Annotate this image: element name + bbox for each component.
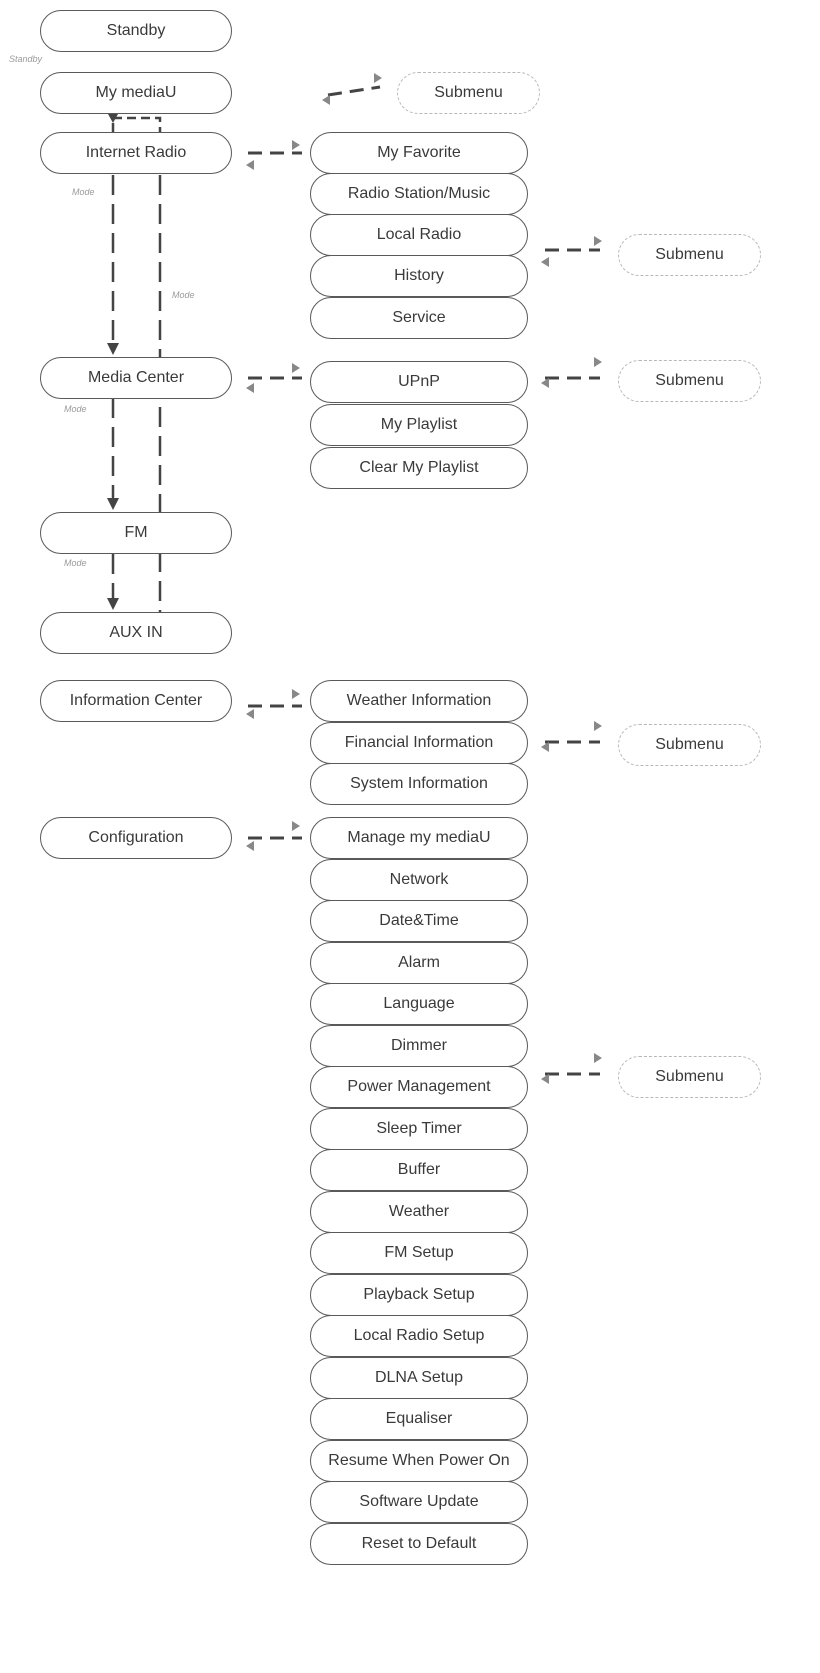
arrow-down-icon [107,343,119,355]
submenu-node: Submenu [397,72,540,114]
internet-radio-item: Local Radio [310,214,528,256]
configuration-item: Resume When Power On [310,1440,528,1482]
information-center-node: Information Center [40,680,232,722]
arrow-right-icon [594,236,602,246]
arrow-down-icon [107,498,119,510]
mode-label: Mode [172,290,195,300]
arrow-down-icon [107,598,119,610]
aux-in-node: AUX IN [40,612,232,654]
arrow-left-icon [541,257,549,267]
information-center-item: System Information [310,763,528,805]
arrow-left-icon [541,742,549,752]
configuration-item: FM Setup [310,1232,528,1274]
fm-node: FM [40,512,232,554]
configuration-item: Sleep Timer [310,1108,528,1150]
media-center-node: Media Center [40,357,232,399]
configuration-item: Reset to Default [310,1523,528,1565]
arrow-left-icon [246,841,254,851]
arrow-left-icon [246,709,254,719]
arrow-left-icon [322,95,330,105]
arrow-right-icon [292,689,300,699]
configuration-item: Language [310,983,528,1025]
configuration-item: Buffer [310,1149,528,1191]
loop-connector [111,116,162,132]
arrow-right-icon [374,73,382,83]
media-center-item: UPnP [310,361,528,403]
internet-radio-item: Service [310,297,528,339]
my-mediau-node: My mediaU [40,72,232,114]
arrow-right-icon [594,721,602,731]
configuration-item: Power Management [310,1066,528,1108]
configuration-item: DLNA Setup [310,1357,528,1399]
submenu-node: Submenu [618,360,761,402]
configuration-item: Weather [310,1191,528,1233]
information-center-item: Financial Information [310,722,528,764]
mode-label: Mode [64,558,87,568]
configuration-item: Date&Time [310,900,528,942]
arrow-down-icon [108,114,118,123]
information-center-item: Weather Information [310,680,528,722]
internet-radio-item: History [310,255,528,297]
standby-note: Standby [9,54,43,64]
arrow-left-icon [246,383,254,393]
media-center-item: Clear My Playlist [310,447,528,489]
media-center-item: My Playlist [310,404,528,446]
arrow-right-icon [292,140,300,150]
configuration-item: Dimmer [310,1025,528,1067]
configuration-item: Software Update [310,1481,528,1523]
arrow-left-icon [541,378,549,388]
internet-radio-item: My Favorite [310,132,528,174]
arrow-right-icon [594,1053,602,1063]
arrow-right-icon [292,821,300,831]
internet-radio-node: Internet Radio [40,132,232,174]
configuration-item: Alarm [310,942,528,984]
configuration-node: Configuration [40,817,232,859]
submenu-node: Submenu [618,724,761,766]
arrow-left-icon [541,1074,549,1084]
submenu-node: Submenu [618,1056,761,1098]
mode-label: Mode [72,187,95,197]
internet-radio-item: Radio Station/Music [310,173,528,215]
configuration-item: Network [310,859,528,901]
configuration-item: Manage my mediaU [310,817,528,859]
arrow-right-icon [292,363,300,373]
configuration-item: Playback Setup [310,1274,528,1316]
arrow-right-icon [594,357,602,367]
submenu-node: Submenu [618,234,761,276]
configuration-item: Equaliser [310,1398,528,1440]
mode-label: Mode [64,404,87,414]
configuration-item: Local Radio Setup [310,1315,528,1357]
arrow-left-icon [246,160,254,170]
standby-node: Standby [40,10,232,52]
